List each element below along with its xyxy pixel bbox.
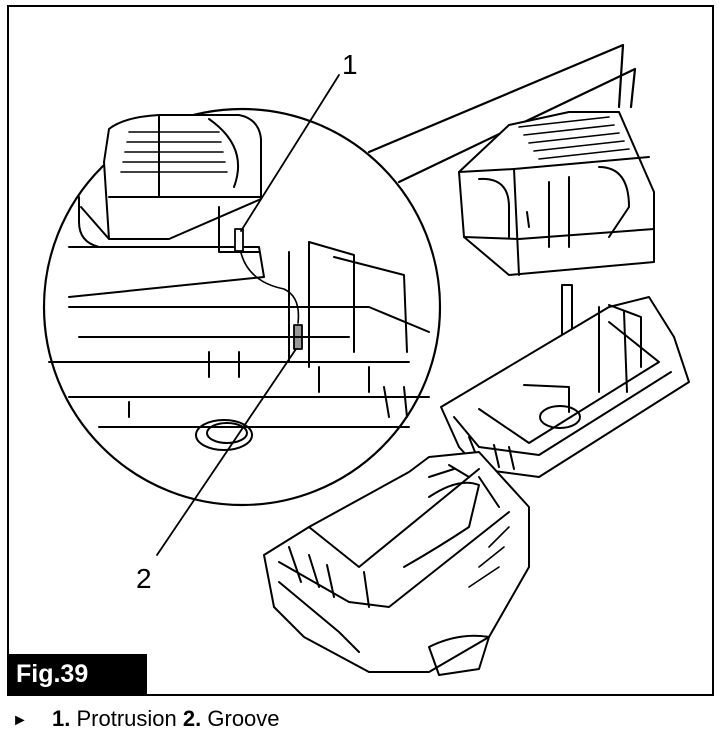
figure-legend: ► 1. Protrusion 2. Groove — [12, 703, 280, 735]
legend-item-1-text: Protrusion — [76, 706, 177, 731]
magnifier-connector — [367, 43, 625, 154]
legend-item-2-number: 2. — [182, 706, 202, 731]
legend-bullet-icon: ► — [12, 712, 28, 729]
legend-item-2-text: Groove — [207, 706, 280, 731]
legend-item-1-number: 1. — [52, 706, 71, 731]
filter-cartridge — [458, 111, 655, 276]
callout-1-leader — [240, 74, 340, 232]
alignment-guide-line — [240, 252, 300, 324]
filter-assembly-illustration — [42, 43, 690, 676]
detail-filter-top — [68, 114, 265, 298]
detail-case-body — [48, 241, 430, 451]
figure-label: Fig.39 — [9, 654, 147, 694]
callout-2-label: 2 — [136, 563, 152, 594]
callout-2-leader — [156, 348, 297, 556]
callout-1-label: 1 — [342, 49, 358, 80]
dust-box-body — [263, 451, 530, 676]
protrusion-marker — [234, 228, 244, 252]
figure-frame: 1 2 Fig.39 — [7, 5, 714, 696]
